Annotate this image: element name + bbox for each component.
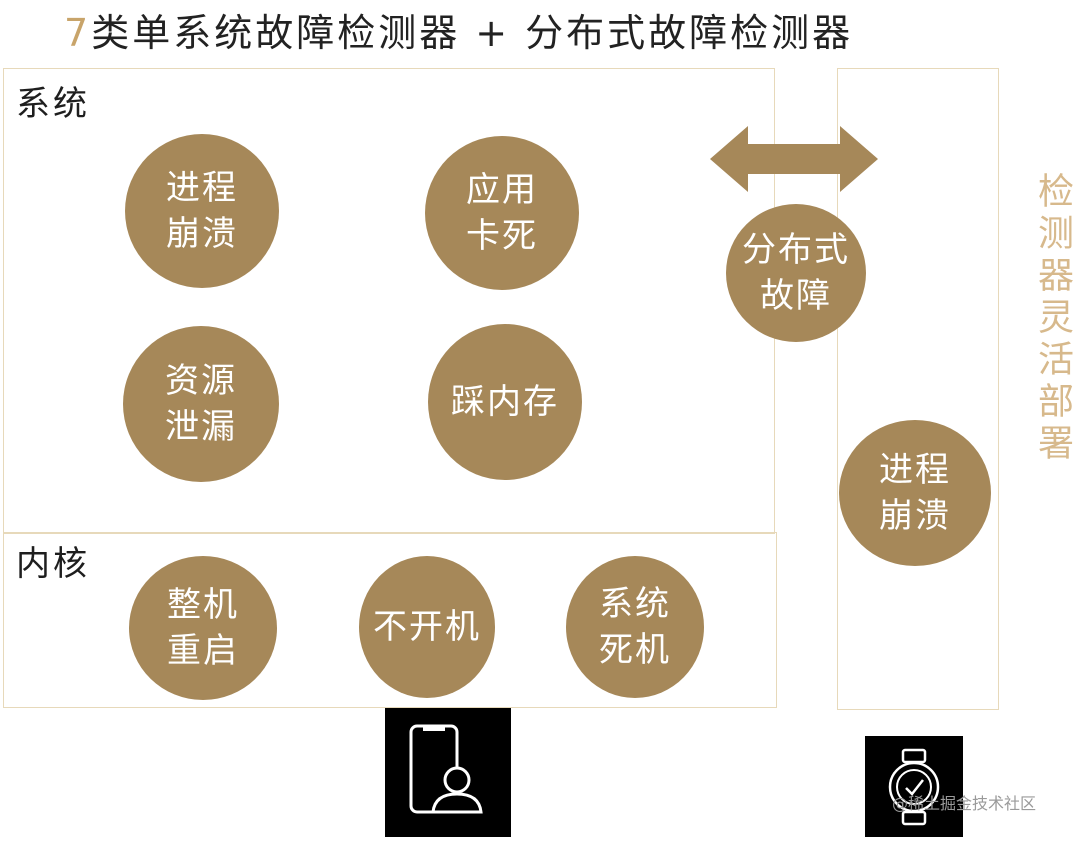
phone-user-icon [409,724,483,814]
title-text: 类单系统故障检测器 + 分布式故障检测器 [91,11,854,55]
node-distributed-fault: 分布式故障 [726,204,866,342]
node-text: 崩溃 [879,496,951,536]
node-system-hang: 系统死机 [566,556,704,698]
node-text: 应用 [466,170,538,210]
remote-box [837,68,999,710]
node-text: 死机 [599,630,671,670]
title-number: 7 [64,11,92,55]
node-remote-process-crash: 进程崩溃 [839,420,991,566]
node-text: 重启 [167,631,239,671]
watch-icon [888,748,940,826]
node-text: 整机 [167,585,239,625]
phone-device [385,708,511,837]
node-text: 分布式 [742,230,850,270]
node-text: 不开机 [373,607,481,647]
node-text: 故障 [760,276,832,316]
node-app-freeze: 应用卡死 [425,136,579,290]
node-text: 资源 [165,361,237,401]
node-text: 进程 [879,450,951,490]
double-arrow-icon [710,126,878,192]
node-reboot: 整机重启 [129,556,277,700]
kernel-box [3,532,777,708]
node-text: 踩内存 [451,382,559,422]
diagram-title: 7类单系统故障检测器 + 分布式故障检测器 [64,2,853,57]
watch-device [865,736,963,837]
side-label: 检测器灵活部署 [1032,172,1073,466]
node-text: 进程 [166,168,238,208]
system-box [3,68,775,534]
node-text: 泄漏 [165,407,237,447]
node-text: 系统 [599,584,671,624]
system-label: 系统 [16,84,90,124]
node-resource-leak: 资源泄漏 [123,326,279,482]
node-no-boot: 不开机 [359,556,495,698]
kernel-label: 内核 [16,544,90,584]
node-process-crash: 进程崩溃 [125,134,279,288]
watermark-text: @稀土掘金技术社区 [892,794,1037,813]
node-memory-stomp: 踩内存 [428,324,582,480]
node-text: 崩溃 [166,214,238,254]
node-text: 卡死 [466,216,538,256]
